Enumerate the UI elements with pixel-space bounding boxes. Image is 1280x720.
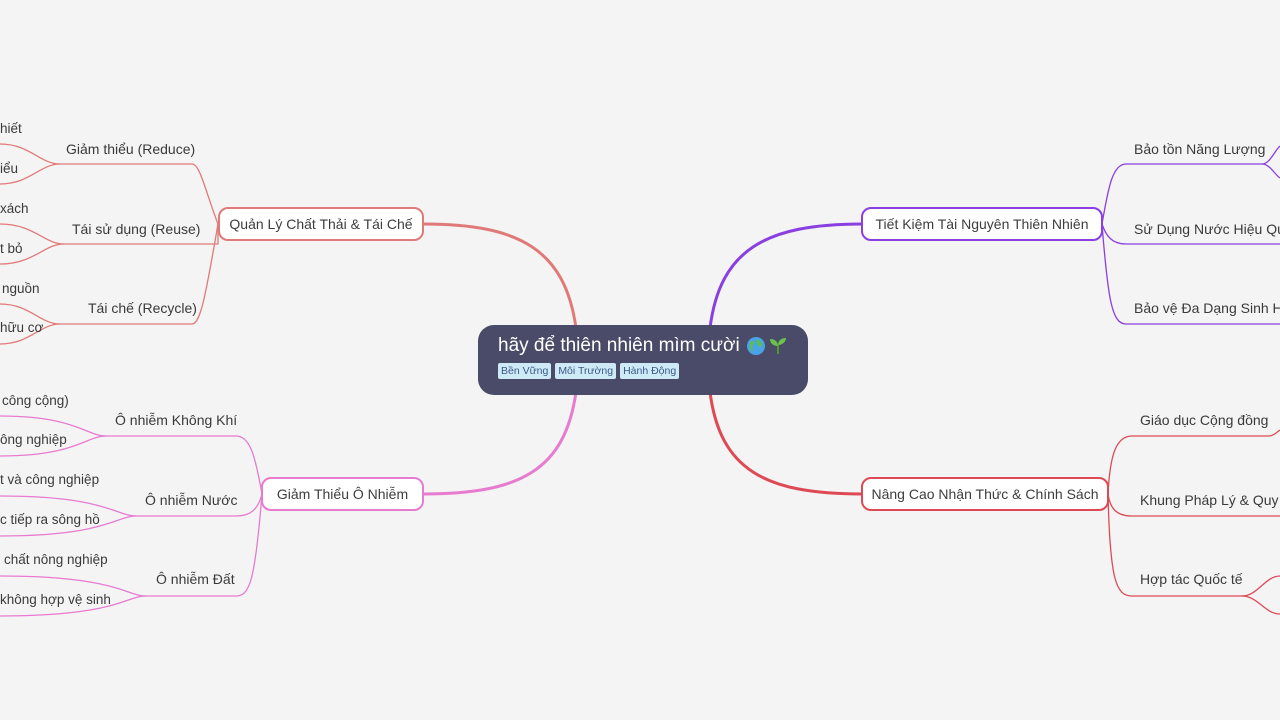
link-root-awareness (708, 391, 863, 496)
root-emoji (746, 336, 788, 356)
leaf-reuse-2[interactable]: t bỏ (0, 241, 23, 256)
root-node[interactable]: hãy để thiên nhiên mìm cười Bền Vững Môi… (478, 325, 808, 395)
node-energy-conservation[interactable]: Bảo tồn Năng Lượng (1134, 141, 1266, 157)
link-intl-leaf-1 (1241, 575, 1280, 597)
link-root-pollution (423, 391, 578, 496)
link-water-leaf-1 (0, 495, 137, 517)
seedling-icon (769, 338, 786, 354)
leaf-reuse-1[interactable]: xách (0, 201, 29, 216)
branch-awareness-policy[interactable]: Nâng Cao Nhận Thức & Chính Sách (861, 477, 1109, 511)
link-awareness-intl (1107, 493, 1242, 597)
link-reduce-leaf-2 (0, 163, 61, 185)
node-recycle[interactable]: Tái chế (Recycle) (88, 300, 197, 316)
branch-waste-management[interactable]: Quản Lý Chất Thải & Tái Chế (218, 207, 424, 241)
branch-pollution-reduction[interactable]: Giảm Thiểu Ô Nhiễm (261, 477, 424, 511)
tag-moi-truong[interactable]: Môi Trường (555, 363, 617, 379)
link-resources-bio (1101, 223, 1280, 325)
link-reduce-leaf-1 (0, 143, 61, 165)
tag-ben-vung[interactable]: Bền Vững (498, 363, 552, 379)
leaf-soil-2[interactable]: không hợp vệ sinh (0, 592, 111, 607)
leaf-water-1[interactable]: t và công nghiệp (0, 472, 100, 487)
node-water-pollution[interactable]: Ô nhiễm Nước (145, 492, 238, 508)
link-education-leaf (1267, 429, 1280, 437)
link-energy-leaf-2 (1261, 163, 1280, 179)
link-air-leaf-2 (0, 435, 107, 457)
leaf-recycle-1[interactable]: nguồn (2, 281, 40, 296)
link-energy-leaf-1 (1261, 145, 1280, 165)
link-pollution-air (106, 435, 263, 495)
leaf-soil-1[interactable]: chất nông nghiệp (4, 552, 108, 567)
leaf-reduce-1[interactable]: hiết (0, 121, 22, 136)
link-intl-leaf-2 (1241, 595, 1280, 615)
link-reuse-leaf-1 (0, 223, 65, 245)
node-legal-framework[interactable]: Khung Pháp Lý & Quy Đ (1140, 492, 1280, 508)
link-pollution-water (136, 493, 263, 517)
node-biodiversity[interactable]: Bảo vệ Đa Dạng Sinh Học (1134, 300, 1280, 316)
root-tags: Bền Vững Môi Trường Hành Động (498, 363, 788, 379)
leaf-air-1[interactable]: công cộng) (2, 393, 69, 408)
leaf-reduce-2[interactable]: iểu (0, 161, 19, 176)
globe-icon (746, 337, 765, 355)
link-root-waste (423, 222, 578, 329)
link-recycle-leaf-2 (0, 323, 61, 345)
link-resources-energy (1101, 163, 1262, 225)
node-reuse[interactable]: Tái sử dụng (Reuse) (72, 221, 201, 237)
link-pollution-soil (146, 493, 263, 597)
node-air-pollution[interactable]: Ô nhiễm Không Khí (115, 412, 238, 428)
link-soil-leaf-1 (0, 575, 147, 597)
link-recycle-leaf-1 (0, 303, 61, 325)
leaf-water-2[interactable]: c tiếp ra sông hồ (0, 512, 100, 527)
link-awareness-education (1107, 435, 1268, 495)
branch-resource-saving[interactable]: Tiết Kiệm Tài Nguyên Thiên Nhiên (861, 207, 1103, 241)
link-reuse-leaf-2 (0, 243, 65, 265)
link-air-leaf-1 (0, 415, 107, 437)
link-waste-recycle (60, 223, 219, 325)
link-resources-water (1101, 223, 1280, 245)
node-international-cooperation[interactable]: Hợp tác Quốc tế (1140, 571, 1243, 587)
link-root-resources (708, 222, 863, 329)
link-waste-reduce (60, 163, 219, 225)
node-soil-pollution[interactable]: Ô nhiễm Đất (156, 571, 235, 587)
node-reduce[interactable]: Giảm thiểu (Reduce) (66, 141, 196, 157)
link-water-leaf-2 (0, 515, 137, 537)
leaf-recycle-2[interactable]: hữu cơ (0, 320, 44, 335)
root-title: hãy để thiên nhiên mìm cười (498, 335, 740, 356)
node-community-education[interactable]: Giáo dục Cộng đồng (1140, 412, 1269, 428)
link-soil-leaf-2 (0, 595, 147, 617)
tag-hanh-dong[interactable]: Hành Động (620, 363, 680, 379)
leaf-air-2[interactable]: ông nghiệp (0, 432, 67, 447)
node-water-efficiency[interactable]: Sử Dụng Nước Hiệu Quả (1134, 221, 1280, 237)
